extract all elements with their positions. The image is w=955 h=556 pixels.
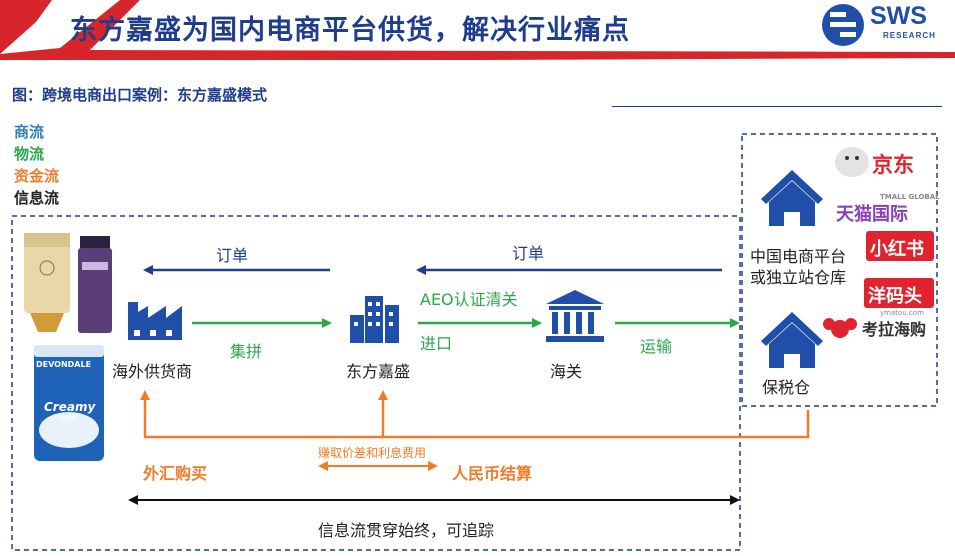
house-icon-platform [761,170,823,226]
info-flow-label: 信息流贯穿始终，可追踪 [318,521,495,540]
xhs-label: 小红书 [870,239,924,260]
milk-line1: Creamy [44,400,96,414]
ymt-logo-bg [864,278,934,308]
sws-logo-text: SWS [870,2,927,30]
platform-label: 中国电商平台 [750,247,847,266]
header-background [0,0,955,62]
factory-icon [128,302,182,340]
ymt-small-label: ymatou.com [880,309,924,317]
sws-logo-icon [822,4,864,46]
order-label-2: 订单 [512,244,545,263]
buildings-icon [350,296,399,343]
xhs-logo-bg [866,231,934,261]
main-dashed-box [11,215,741,551]
order-label-1: 订单 [216,246,249,265]
platform-label-2: 或独立站仓库 [750,268,847,287]
tmall-small-label: TMALL GLOBAL [880,193,940,201]
legend-capital-flow: 资金流 [14,167,60,185]
kaola-logo-icon [823,318,857,338]
caption-rule [612,106,942,107]
sws-logo-sub: RESEARCH [883,31,936,40]
supplier-label: 海外供货商 [112,362,193,381]
page-title: 东方嘉盛为国内电商平台供货，解决行业痛点 [70,15,630,46]
capital-flow-line-2 [140,390,383,439]
legend-info-flow: 信息流 [14,189,60,207]
transport-label: 运输 [640,337,673,356]
figure-caption: 图：跨境电商出口案例：东方嘉盛模式 [12,86,268,104]
jd-label: 京东 [872,153,914,177]
milk-powder-image [34,345,104,461]
tube-product-image [24,233,70,332]
legend-logistics-flow: 物流 [14,145,45,163]
rmb-label: 人民币结算 [452,464,533,483]
consolidate-label: 集拼 [230,342,263,361]
legend-trade-flow: 商流 [14,123,45,141]
ymt-label: 洋码头 [868,286,922,307]
customs-label: 海关 [550,362,583,381]
house-icon-bonded [761,312,823,368]
capital-flow-line-1 [378,390,810,439]
serum-bottle-image [78,236,112,333]
sws-logo: SWS RESEARCH [820,2,950,48]
header-banner [0,0,955,62]
milk-line2: one [60,414,77,424]
kaola-label: 考拉海购 [862,320,927,339]
fx-label: 外汇购买 [143,464,208,483]
tmall-label: 天猫国际 [836,204,908,225]
jd-logo-icon [835,147,869,177]
aeo-label: AEO认证清关 [420,290,518,309]
bank-icon [546,290,604,342]
import-label: 进口 [420,334,453,353]
spread-label: 赚取价差和利息费用 [318,446,427,460]
milk-brand-label: DEVONDALE [36,360,92,369]
dongfang-label: 东方嘉盛 [346,362,411,381]
bonded-label: 保税仓 [762,378,811,397]
